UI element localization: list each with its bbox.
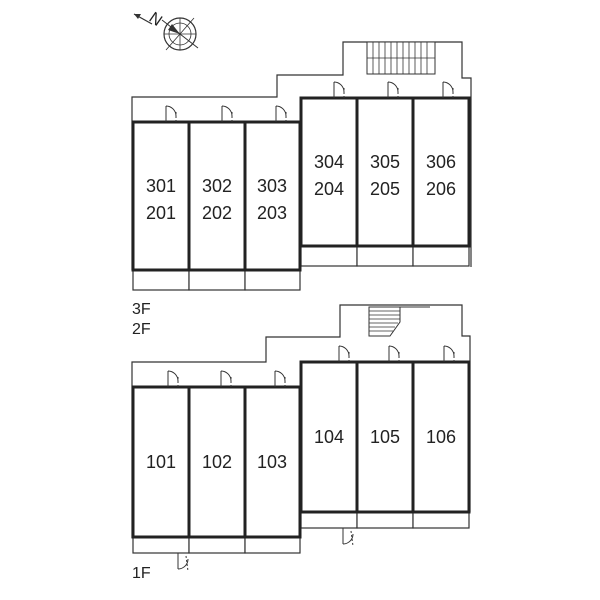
balcony <box>412 245 470 267</box>
upper-floor-plan: 301 201 302 202 303 203 304 204 305 205 … <box>131 41 472 291</box>
unit-101: 101 <box>131 385 191 539</box>
unit-number: 205 <box>370 179 400 199</box>
unit-number: 105 <box>370 427 400 447</box>
ground-floor-plan: 101 102 103 104 105 106 <box>131 304 471 572</box>
unit-303-203: 303 203 <box>243 120 302 272</box>
unit-304-204: 304 204 <box>299 96 359 248</box>
unit-105: 105 <box>355 360 415 514</box>
staircase <box>368 306 430 337</box>
unit-302-202: 302 202 <box>187 120 247 272</box>
unit-305-205: 305 205 <box>355 96 415 248</box>
balcony <box>356 511 414 529</box>
unit-number: 304 <box>314 152 344 172</box>
unit-number: 106 <box>426 427 456 447</box>
unit-number: 302 <box>202 176 232 196</box>
unit-106: 106 <box>411 360 471 514</box>
unit-number: 206 <box>426 179 456 199</box>
unit-number: 306 <box>426 152 456 172</box>
balcony <box>244 269 301 291</box>
unit-number: 204 <box>314 179 344 199</box>
unit-number: 102 <box>202 452 232 472</box>
unit-number: 101 <box>146 452 176 472</box>
unit-102: 102 <box>187 385 247 539</box>
balcony <box>356 245 414 267</box>
unit-number: 103 <box>257 452 287 472</box>
balcony <box>300 511 358 529</box>
floor-label-2f: 2F <box>132 321 151 338</box>
unit-number: 301 <box>146 176 176 196</box>
balcony <box>188 269 246 291</box>
floor-label-1f: 1F <box>132 565 151 582</box>
balcony <box>300 245 358 267</box>
door-swing-icon <box>167 345 455 572</box>
unit-103: 103 <box>243 385 302 539</box>
unit-number: 201 <box>146 203 176 223</box>
unit-301-201: 301 201 <box>131 120 191 272</box>
balcony <box>244 536 301 554</box>
floor-label-3f: 3F <box>132 301 151 318</box>
unit-306-206: 306 206 <box>411 96 471 248</box>
unit-number: 305 <box>370 152 400 172</box>
balcony <box>132 536 190 554</box>
unit-number: 202 <box>202 203 232 223</box>
stair-treads <box>367 42 435 74</box>
door-swing-icon <box>165 81 454 122</box>
balcony <box>412 511 470 529</box>
north-compass-icon: N <box>133 9 199 51</box>
balcony <box>132 269 190 291</box>
unit-number: 203 <box>257 203 287 223</box>
north-label: N <box>146 9 165 30</box>
unit-number: 303 <box>257 176 287 196</box>
unit-104: 104 <box>299 360 359 514</box>
unit-number: 104 <box>314 427 344 447</box>
balcony <box>188 536 246 554</box>
